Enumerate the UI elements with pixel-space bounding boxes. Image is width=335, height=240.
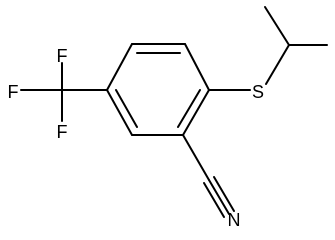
molecule-structure-diagram: F F F S N (8, 6, 328, 230)
nitrile-group: N (182, 134, 241, 230)
trifluoromethyl-group: F F F (8, 46, 108, 142)
ch-to-methyl-upper-bond (264, 6, 290, 46)
ring-double-bond-left (115, 89, 138, 128)
ring-bond-3 (182, 89, 210, 136)
ring-double-bond-right (177, 89, 201, 128)
sulfur-to-ch-bond (265, 44, 290, 85)
sulfur-label: S (252, 82, 264, 102)
fluorine-top-label: F (57, 46, 68, 66)
ring-to-nitrile-carbon-bond (182, 134, 210, 181)
nitrogen-label: N (228, 210, 241, 230)
nitrile-triple-bond-2 (208, 179, 230, 215)
isopropylthio-group: S (208, 6, 328, 102)
fluorine-left-label: F (8, 82, 19, 102)
ring-bond-5 (106, 89, 133, 136)
fluorine-bottom-label: F (57, 122, 68, 142)
ring-bond-2 (184, 43, 210, 91)
benzene-ring (106, 43, 210, 136)
nitrile-triple-bond-1 (203, 182, 225, 218)
ring-bond-6 (106, 43, 133, 91)
nitrile-triple-bond-3 (213, 176, 235, 212)
